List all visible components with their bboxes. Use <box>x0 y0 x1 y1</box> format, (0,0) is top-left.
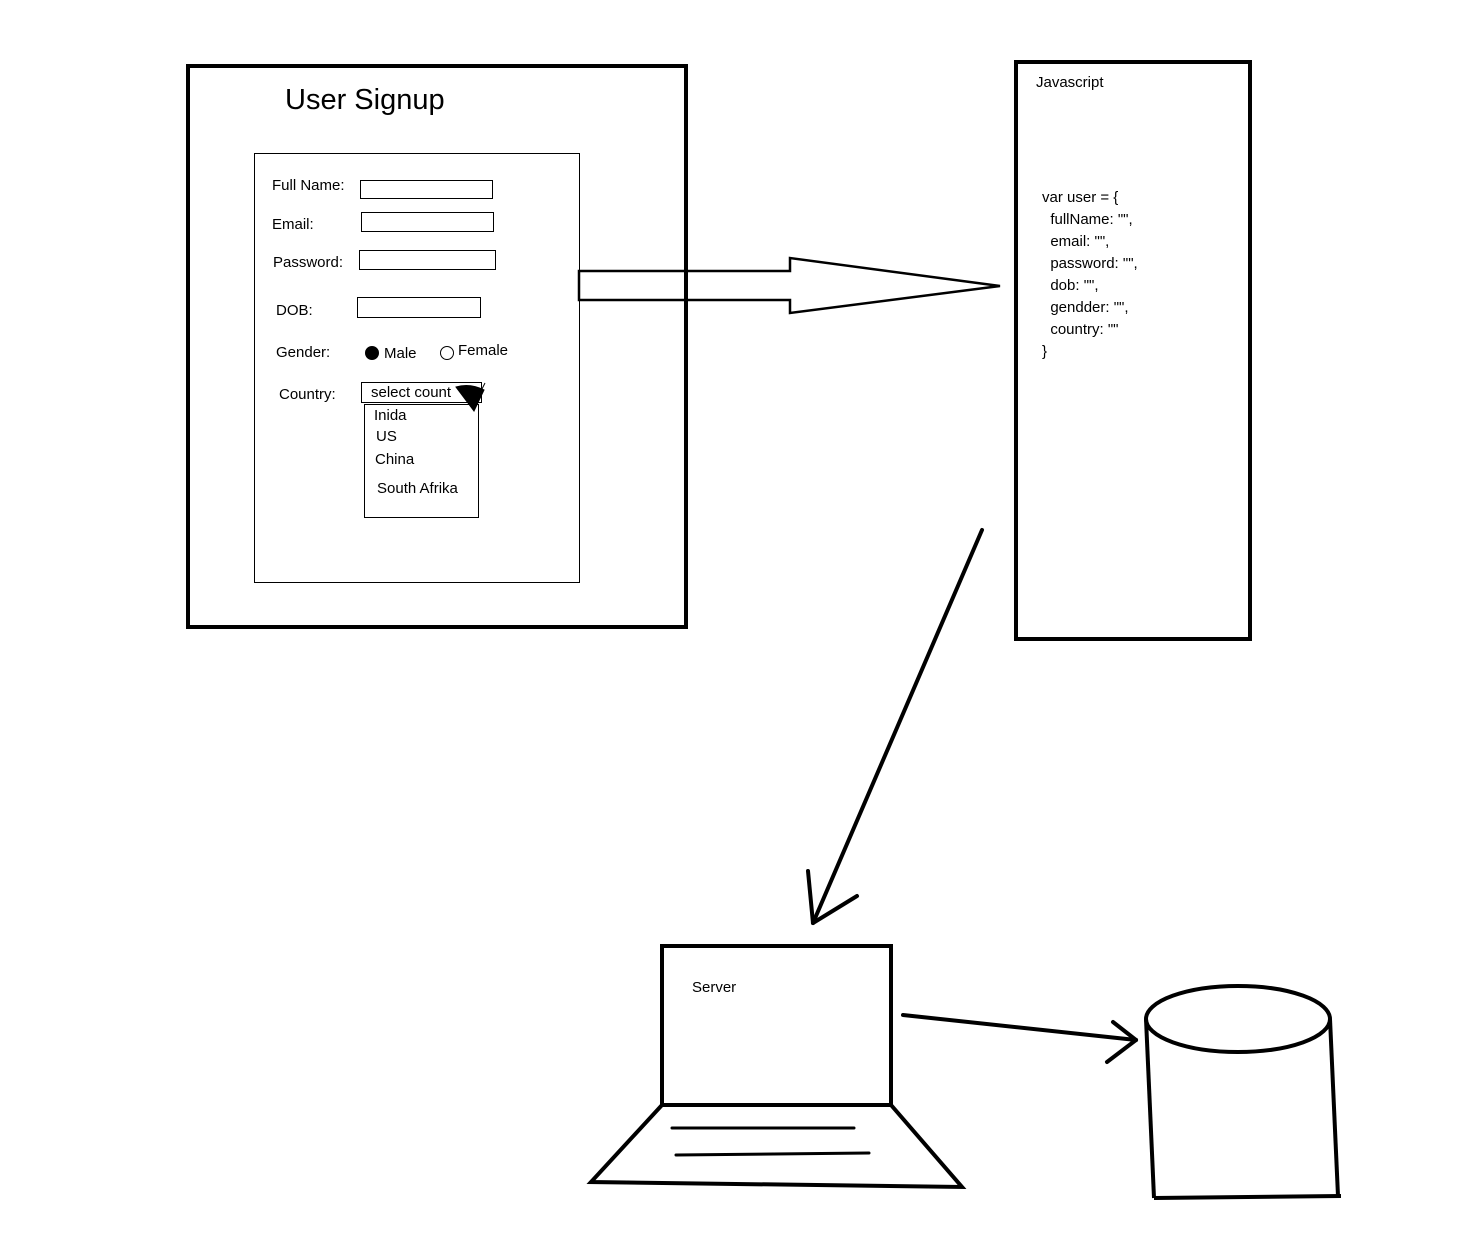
code-line: } <box>1042 343 1048 360</box>
javascript-panel <box>1014 60 1252 641</box>
dob-label: DOB: <box>276 302 313 319</box>
code-line: email: "", <box>1042 233 1110 250</box>
js-to-server-arrow <box>806 528 984 925</box>
signup-window <box>186 64 688 629</box>
full-name-label: Full Name: <box>272 177 345 194</box>
server-label: Server <box>692 979 737 996</box>
javascript-title: Javascript <box>1036 74 1104 91</box>
country-dropdown-list <box>364 404 479 518</box>
server-to-db-arrow <box>901 1013 1138 1064</box>
code-line: fullName: "", <box>1042 211 1133 228</box>
code-line: password: "", <box>1042 255 1138 272</box>
email-label: Email: <box>272 216 314 233</box>
country-option[interactable]: South Afrika <box>377 480 458 497</box>
code-line: var user = { <box>1042 189 1119 206</box>
full-name-input[interactable] <box>360 180 493 199</box>
gender-male-label: Male <box>384 345 417 362</box>
gender-female-radio[interactable] <box>440 346 454 360</box>
country-option[interactable]: China <box>375 451 415 468</box>
code-line: country: "" <box>1042 321 1119 338</box>
gender-female-label: Female <box>458 342 509 359</box>
code-line: gendder: "", <box>1042 299 1129 316</box>
email-input[interactable] <box>361 212 494 232</box>
password-input[interactable] <box>359 250 496 270</box>
signup-form <box>254 153 580 583</box>
code-line: dob: "", <box>1042 277 1099 294</box>
country-select-value: select count <box>371 384 452 401</box>
laptop-keyboard-lines <box>670 1126 871 1157</box>
country-label: Country: <box>279 386 336 403</box>
signup-title: User Signup <box>285 84 445 116</box>
password-label: Password: <box>273 254 344 271</box>
gender-male-radio[interactable] <box>365 346 379 360</box>
country-option[interactable]: US <box>376 428 397 445</box>
country-option[interactable]: Inida <box>374 407 407 424</box>
gender-label: Gender: <box>276 344 331 361</box>
dob-input[interactable] <box>357 297 481 318</box>
laptop-server-icon <box>586 944 967 1190</box>
database-cylinder-icon <box>1144 984 1342 1200</box>
